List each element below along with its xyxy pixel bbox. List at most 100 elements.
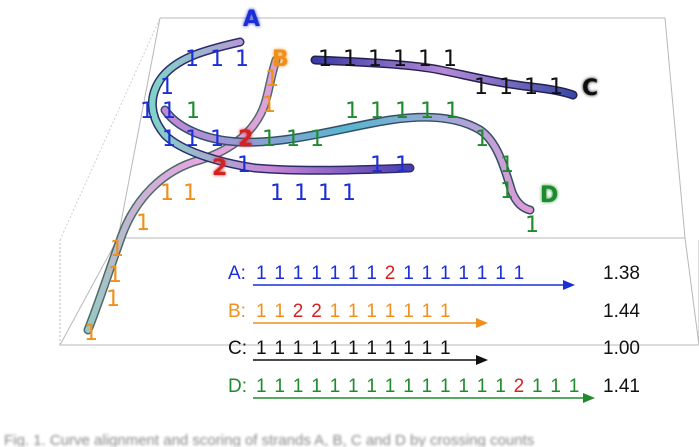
sequence-digit-a-5: 1	[330, 263, 341, 284]
sequence-digit-c-10: 1	[422, 338, 433, 359]
sequence-digit-b-1: 1	[256, 301, 267, 322]
annotation-c-6: 1	[443, 47, 457, 72]
annotation-b-4: 1	[183, 181, 197, 206]
sequence-digit-d-3: 1	[293, 376, 304, 397]
sequence-digit-c-11: 1	[440, 338, 451, 359]
sequence-digit-c-8: 1	[385, 338, 396, 359]
sequence-digit-b-5: 1	[330, 301, 341, 322]
sequence-prefix-c: C:	[228, 338, 247, 359]
sequence-digit-d-17: 1	[550, 376, 561, 397]
sequence-digit-c-9: 1	[403, 338, 414, 359]
annotation-d-11: 1	[500, 153, 514, 178]
annotation-a-16: 1	[342, 181, 356, 206]
sequence-digit-b-6: 1	[348, 301, 359, 322]
sequence-digit-b-8: 1	[385, 301, 396, 322]
annotation-d-13: 1	[525, 213, 539, 238]
strand-label-a: A	[243, 7, 260, 32]
annotations-c: 1 1 1 1 1 1 1 1 1 1	[318, 47, 563, 100]
sequence-arrowhead-c	[476, 355, 488, 365]
sequence-digit-d-16: 1	[532, 376, 543, 397]
sequence-digit-d-1: 1	[256, 376, 267, 397]
sequence-digit-d-13: 1	[477, 376, 488, 397]
sequence-digit-d-4: 1	[311, 376, 322, 397]
annotation-d-7: 1	[395, 99, 409, 124]
sequence-digit-d-7: 1	[366, 376, 377, 397]
annotation-d-5: 1	[345, 99, 359, 124]
annotation-c-8: 1	[499, 75, 513, 100]
annotation-d-4: 1	[310, 127, 324, 152]
sequence-digit-a-2: 1	[274, 263, 285, 284]
sequence-digit-a-4: 1	[311, 263, 322, 284]
sequence-digit-b-2: 1	[274, 301, 285, 322]
sequence-digit-c-2: 1	[274, 338, 285, 359]
sequence-digit-d-9: 1	[403, 376, 414, 397]
sequence-arrowhead-d	[583, 393, 595, 403]
annotation-a-10: 1	[237, 153, 251, 178]
sequence-digit-a-10: 1	[422, 263, 433, 284]
sequence-digit-c-5: 1	[330, 338, 341, 359]
sequence-digit-a-9: 1	[403, 263, 414, 284]
annotation-d-9: 1	[445, 99, 459, 124]
sequence-digit-a-11: 1	[440, 263, 451, 284]
sequence-digit-a-15: 1	[514, 263, 525, 284]
strand-label-c: C	[582, 76, 598, 101]
annotation-a-3: 1	[235, 47, 249, 72]
sequence-digit-d-2: 1	[274, 376, 285, 397]
sequence-digit-c-3: 1	[293, 338, 304, 359]
annotation-d-10: 1	[475, 127, 489, 152]
annotation-d-12: 1	[500, 179, 514, 204]
annotation-b-3: 1	[160, 181, 174, 206]
annotation-b-6: 1	[110, 237, 124, 262]
sequence-digit-c-4: 1	[311, 338, 322, 359]
sequence-digit-d-12: 1	[458, 376, 469, 397]
annotation-c-7: 1	[474, 75, 488, 100]
annotation-d-8: 1	[420, 99, 434, 124]
annotation-b-5: 1	[136, 211, 150, 236]
sequence-digit-a-14: 1	[495, 263, 506, 284]
sequence-value-a: 1.38	[603, 263, 640, 284]
annotation-a-5: 1	[140, 99, 154, 124]
sequence-digit-d-6: 1	[348, 376, 359, 397]
annotation-c-5: 1	[418, 47, 432, 72]
sequence-value-d: 1.41	[603, 376, 640, 397]
annotation-d-1: 1	[186, 99, 200, 124]
strand-label-b: B	[272, 47, 289, 72]
sequence-prefix-b: B:	[228, 301, 246, 322]
sequence-digit-d-10: 1	[422, 376, 433, 397]
annotation-a-13: 1	[270, 181, 284, 206]
annotation-a-12: 1	[395, 153, 409, 178]
sequence-digit-d-14: 1	[495, 376, 506, 397]
annotation-a-1: 1	[185, 47, 199, 72]
annotation-c-1: 1	[318, 47, 332, 72]
annotation-b-1: 1	[265, 67, 279, 92]
annotations-a: 1 1 1 1 1 1 1 1 1 1 1 1 1 1 1 1 1	[140, 47, 409, 206]
sequence-digit-d-18: 1	[569, 376, 580, 397]
sequence-digit-d-8: 1	[385, 376, 396, 397]
sequence-digit-a-12: 1	[458, 263, 469, 284]
annotation-c-10: 1	[549, 75, 563, 100]
sequence-arrowhead-a	[563, 280, 575, 290]
sequence-digit-a-13: 1	[477, 263, 488, 284]
sequence-digit-b-10: 1	[422, 301, 433, 322]
annotation-d-6: 1	[370, 99, 384, 124]
annotation-c-3: 1	[368, 47, 382, 72]
annotation-a-7: 1	[162, 127, 176, 152]
figure-caption: Fig. 1. Curve alignment and scoring of s…	[4, 432, 535, 447]
sequence-digit-b-4: 2	[311, 301, 322, 322]
annotations-d: 1 1 1 1 1 1 1 1 1 1 1 1 1 1 1 1	[186, 99, 539, 238]
sequence-digit-b-9: 1	[403, 301, 414, 322]
annotation-b-7: 1	[108, 263, 122, 288]
annotation-a-6: 1	[162, 99, 176, 124]
sequence-value-b: 1.44	[603, 301, 640, 322]
sequence-digit-d-15: 2	[514, 376, 525, 397]
sequence-digit-a-7: 1	[366, 263, 377, 284]
annotation-a-2: 1	[210, 47, 224, 72]
annotation-c-9: 1	[524, 75, 538, 100]
annotation-d-2: 1	[262, 127, 276, 152]
